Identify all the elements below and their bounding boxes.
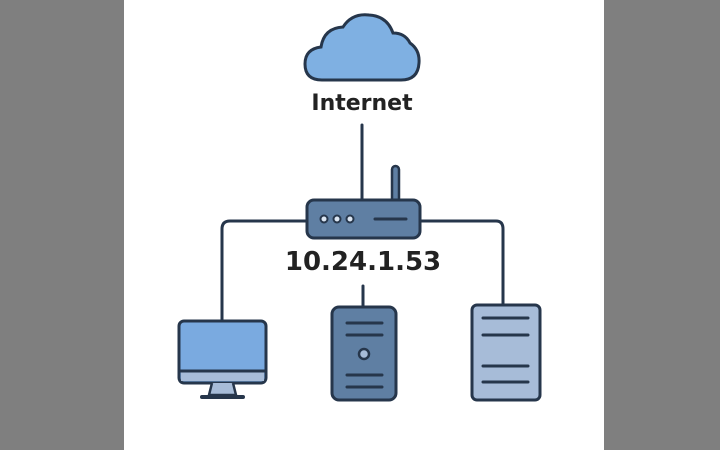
desktop-link-path [220,219,309,322]
router-icon [305,198,422,240]
diagram-canvas: Internet 10.24.1.53 [124,0,604,450]
tower-server-icon [330,305,398,402]
rack-server-icon [470,303,542,402]
antenna-icon [390,164,401,204]
desktop-monitor-icon [177,319,268,399]
network-diagram [177,13,542,402]
internet-label: Internet [311,91,413,116]
rack-link [418,219,505,307]
router-ip-label: 10.24.1.53 [284,247,442,277]
cloud-icon [303,13,421,82]
